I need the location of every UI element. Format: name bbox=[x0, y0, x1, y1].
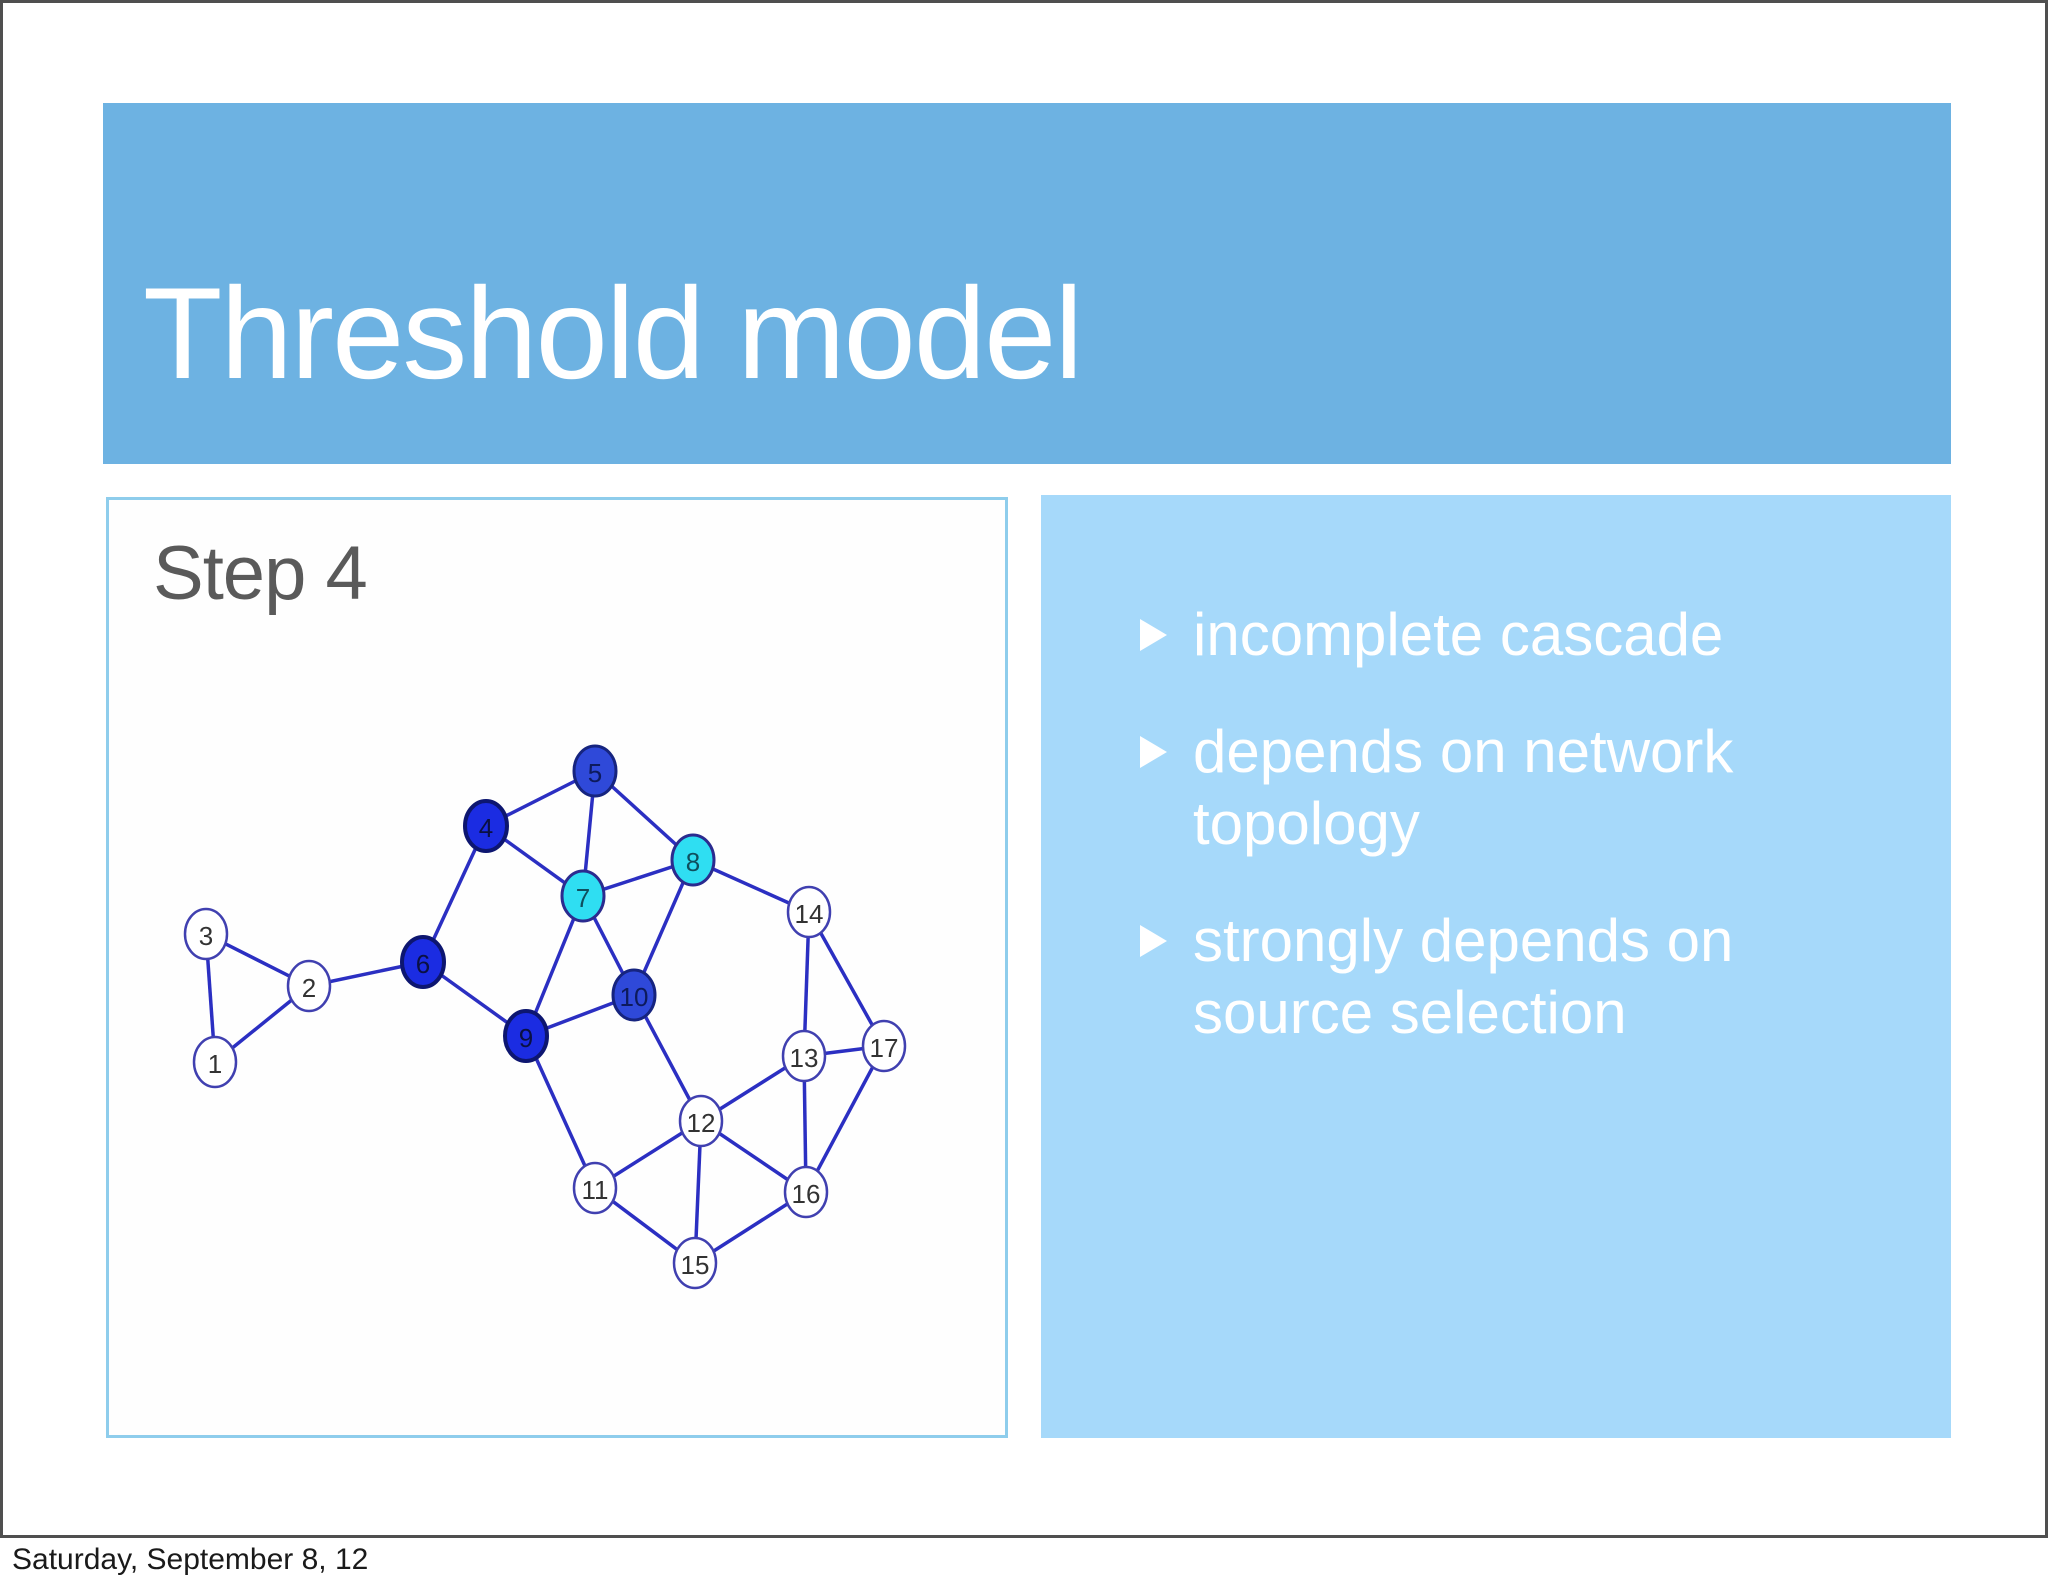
bullet-triangle-icon bbox=[1140, 925, 1167, 957]
graph-node: 10 bbox=[611, 968, 657, 1022]
slide-title: Threshold model bbox=[143, 260, 1083, 406]
graph-node-label: 3 bbox=[199, 921, 213, 951]
graph-node: 8 bbox=[670, 833, 716, 887]
graph-node-label: 5 bbox=[588, 758, 602, 788]
right-panel: incomplete cascade depends on network to… bbox=[1041, 495, 1951, 1438]
title-banner: Threshold model bbox=[103, 103, 1951, 464]
graph-node: 5 bbox=[572, 744, 618, 798]
graph-node-label: 12 bbox=[687, 1108, 716, 1138]
graph-edge bbox=[807, 911, 886, 1047]
graph-node: 6 bbox=[400, 935, 446, 989]
graph-node-label: 4 bbox=[479, 813, 493, 843]
graph-edge bbox=[524, 1035, 597, 1189]
graph-node-label: 9 bbox=[519, 1023, 533, 1053]
bullet-item: strongly depends on source selection bbox=[1140, 905, 1840, 1049]
graph-node: 11 bbox=[572, 1161, 618, 1215]
bullet-text: strongly depends on source selection bbox=[1193, 907, 1734, 1046]
graph-edge bbox=[804, 1045, 886, 1193]
graph-node-label: 8 bbox=[686, 847, 700, 877]
graph-node-label: 15 bbox=[681, 1250, 710, 1280]
graph-node-label: 2 bbox=[302, 973, 316, 1003]
graph-node: 3 bbox=[183, 907, 229, 961]
graph-node-label: 16 bbox=[792, 1179, 821, 1209]
graph-node: 13 bbox=[781, 1029, 827, 1083]
graph-node: 17 bbox=[861, 1019, 907, 1073]
graph-node: 1 bbox=[192, 1035, 238, 1089]
graph-node: 9 bbox=[503, 1009, 549, 1063]
bullet-text: incomplete cascade bbox=[1193, 601, 1724, 668]
graph-node: 2 bbox=[286, 959, 332, 1013]
graph-node: 12 bbox=[678, 1094, 724, 1148]
bullet-list: incomplete cascade depends on network to… bbox=[1140, 599, 1840, 1094]
bullet-item: incomplete cascade bbox=[1140, 599, 1840, 671]
footer-date: Saturday, September 8, 12 bbox=[12, 1543, 369, 1576]
graph-node-label: 10 bbox=[620, 982, 649, 1012]
graph-node: 7 bbox=[560, 869, 606, 923]
graph-node: 16 bbox=[783, 1165, 829, 1219]
graph-node-label: 11 bbox=[582, 1175, 609, 1205]
graph-node-label: 6 bbox=[416, 949, 430, 979]
bullet-item: depends on network topology bbox=[1140, 716, 1840, 860]
graph-node: 4 bbox=[463, 799, 509, 853]
graph-node-label: 14 bbox=[795, 899, 824, 929]
step-heading: Step 4 bbox=[153, 531, 368, 616]
graph-node-label: 17 bbox=[870, 1033, 899, 1063]
bullet-triangle-icon bbox=[1140, 619, 1167, 651]
graph-node: 15 bbox=[672, 1236, 718, 1290]
bullet-triangle-icon bbox=[1140, 736, 1167, 768]
graph-node-label: 1 bbox=[208, 1049, 222, 1079]
graph-node: 14 bbox=[786, 885, 832, 939]
graph-node-label: 13 bbox=[790, 1043, 819, 1073]
bullet-text: depends on network topology bbox=[1193, 718, 1734, 857]
graph-node-label: 7 bbox=[576, 883, 590, 913]
